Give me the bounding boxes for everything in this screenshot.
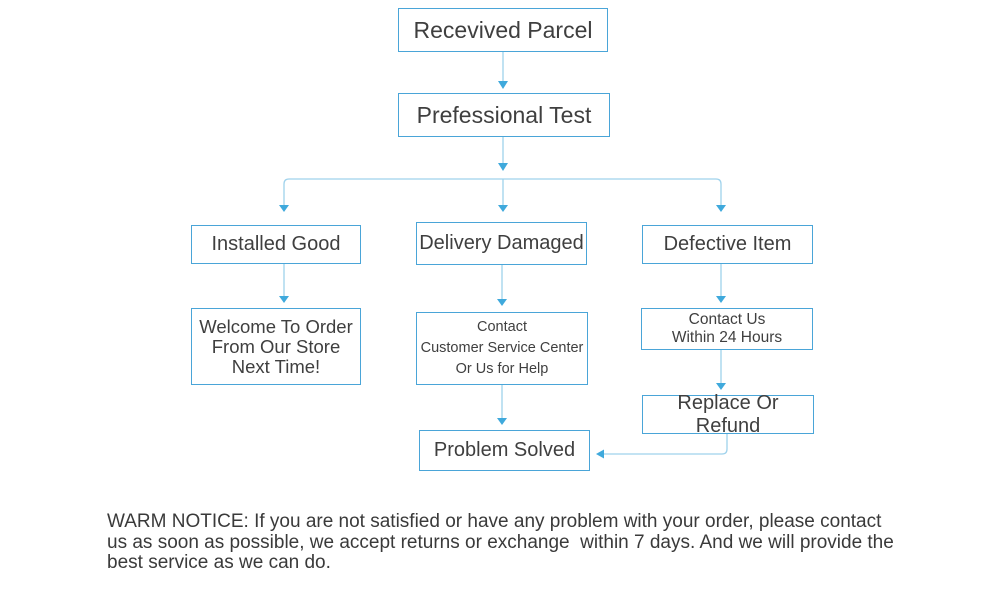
arrowhead-test-to-branch	[498, 163, 508, 171]
arrowhead-contact-to-solved	[497, 418, 507, 425]
node-welcome-order: Welcome To Order From Our Store Next Tim…	[191, 308, 361, 385]
arrowhead-received-to-test	[498, 81, 508, 89]
node-replace-or-refund: Replace Or Refund	[642, 392, 814, 437]
arrowhead-branch-delivery	[498, 205, 508, 212]
node-contact-service-center: Contact Customer Service Center Or Us fo…	[416, 312, 588, 385]
arrowhead-installed-to-welcome	[279, 296, 289, 303]
arrowhead-replace-to-solved	[596, 449, 604, 459]
node-professional-test: Prefessional Test	[398, 93, 610, 137]
warm-notice-text: WARM NOTICE: If you are not satisfied or…	[107, 511, 894, 573]
node-received-parcel: Recevived Parcel	[398, 8, 608, 52]
arrowhead-branch-defective	[716, 205, 726, 212]
node-installed-good: Installed Good	[191, 225, 361, 264]
arrowhead-branch-installed	[279, 205, 289, 212]
node-contact-us-24h: Contact Us Within 24 Hours	[641, 308, 813, 350]
node-delivery-damaged: Delivery Damaged	[416, 222, 587, 265]
arrowhead-defective-to-contact24	[716, 296, 726, 303]
node-problem-solved: Problem Solved	[419, 430, 590, 471]
arrowhead-contact24-to-replace	[716, 383, 726, 390]
arrowhead-delivery-to-contact	[497, 299, 507, 306]
node-defective-item: Defective Item	[642, 225, 813, 264]
arrow-replace-to-solved	[604, 434, 728, 455]
